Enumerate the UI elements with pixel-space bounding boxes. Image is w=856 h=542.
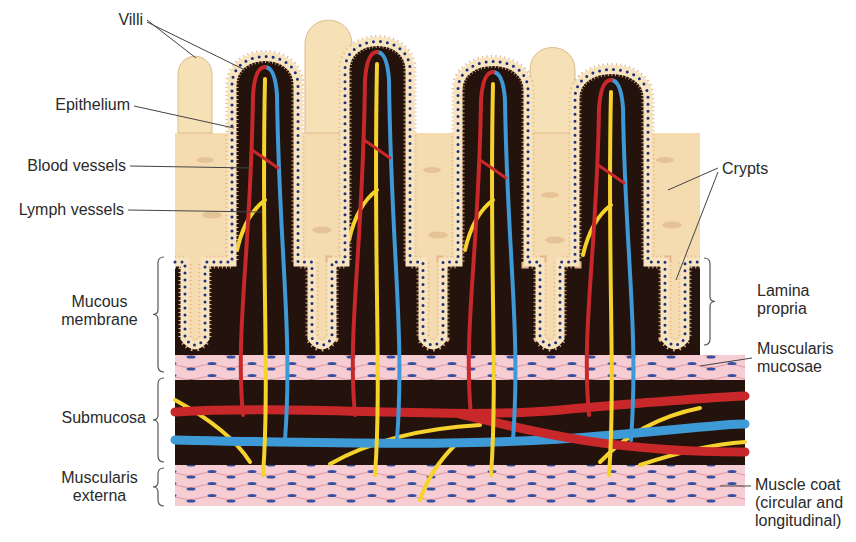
leader-line <box>668 168 718 190</box>
capillary <box>252 150 278 168</box>
capillary <box>480 160 506 178</box>
cell-nuclei <box>175 42 700 346</box>
crypt-opening <box>202 212 222 219</box>
artery <box>587 80 611 415</box>
lacteal <box>263 79 266 475</box>
part-label: Muscularis mucosae <box>757 340 849 376</box>
villus-back <box>530 48 575 134</box>
crypt-opening <box>656 157 674 163</box>
capillary <box>364 140 390 158</box>
crypt-opening <box>423 167 441 173</box>
vein <box>611 80 633 440</box>
crypt-opening <box>662 222 682 229</box>
lacteal <box>609 92 612 475</box>
crypt-opening <box>545 237 565 244</box>
part-label: Submucosa <box>28 409 146 427</box>
lymph-branch <box>583 205 611 255</box>
bracket <box>153 468 164 506</box>
lacteal <box>375 64 378 475</box>
artery <box>353 52 377 415</box>
brush-border <box>175 42 700 346</box>
muscularis-externa-layer <box>175 465 745 506</box>
leader-line <box>134 106 234 128</box>
part-label: Crypts <box>722 160 812 178</box>
submucosa-vessels <box>175 396 745 500</box>
artery <box>241 67 265 415</box>
part-label: Muscle coat (circular and longitudinal) <box>755 476 852 530</box>
vein <box>493 72 515 440</box>
crypt-opening <box>428 232 448 239</box>
crypt-opening <box>541 192 559 198</box>
leader-line <box>128 210 262 212</box>
artery <box>460 414 745 452</box>
epithelium-layer <box>175 42 700 346</box>
lymph-branch <box>237 200 265 250</box>
part-label: Mucous membrane <box>52 293 147 329</box>
epithelium-cells <box>175 42 700 346</box>
braces <box>153 257 715 506</box>
leader-line <box>676 172 718 280</box>
bracket <box>153 257 164 372</box>
vein <box>175 424 745 443</box>
villus-back <box>178 56 212 133</box>
crypt-opening <box>312 227 332 234</box>
leader-line <box>700 358 752 366</box>
lymph-branch <box>465 200 493 250</box>
part-label: Muscularis externa <box>52 469 147 505</box>
artery <box>469 72 493 415</box>
leader-lines <box>128 20 752 486</box>
lymph-vessel <box>420 445 455 500</box>
leader-line <box>147 22 245 70</box>
part-label: Lamina propria <box>757 282 849 318</box>
part-label: Lymph vessels <box>4 201 124 219</box>
part-label: Villi <box>40 11 143 29</box>
leader-line <box>130 166 252 168</box>
bracket <box>704 258 715 345</box>
crypt-opening <box>196 157 214 163</box>
vein <box>265 67 287 440</box>
lacteal <box>491 84 494 475</box>
vein <box>377 52 399 440</box>
leader-line <box>720 486 751 487</box>
muscularis-mucosae-layer <box>175 355 745 380</box>
part-label: Epithelium <box>10 96 130 114</box>
submucosa-layer <box>175 380 745 465</box>
part-label: Blood vessels <box>4 157 126 175</box>
bracket <box>153 378 164 462</box>
capillary <box>598 165 624 183</box>
